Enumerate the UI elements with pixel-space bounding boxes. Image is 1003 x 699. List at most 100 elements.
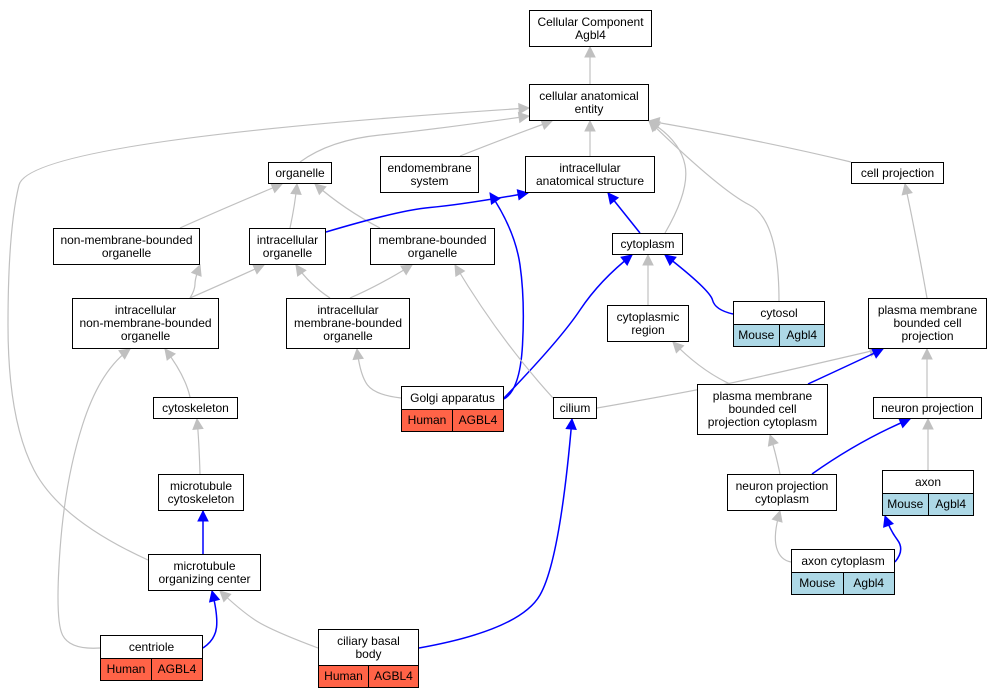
arrowhead <box>400 264 413 276</box>
arrowhead <box>270 182 284 194</box>
edge-io-to-ias <box>325 189 530 233</box>
node-label: plasma membrane bounded cell projection … <box>707 389 818 429</box>
edge-cyto-to-ias <box>607 192 641 234</box>
node-mbo[interactable]: membrane-bounded organelle <box>370 228 495 265</box>
edge-imbo-to-io <box>295 264 331 299</box>
node-nmbo[interactable]: non-membrane-bounded organelle <box>53 228 200 265</box>
node-npc[interactable]: neuron projection cytoplasm <box>727 474 837 511</box>
node-cilium[interactable]: cilium <box>553 397 597 419</box>
node-imbo[interactable]: intracellular membrane-bounded organelle <box>286 298 410 349</box>
gene-badge: Agbl4 <box>927 494 974 515</box>
node-label: neuron projection <box>881 400 974 415</box>
edge-mbo-to-org <box>314 183 381 229</box>
arrowhead <box>607 192 620 205</box>
arrowhead <box>767 433 779 447</box>
node-cp[interactable]: cell projection <box>851 162 944 184</box>
gene-badge: Agbl4 <box>778 325 825 346</box>
arrowhead <box>898 417 912 429</box>
arrowhead <box>672 341 685 354</box>
edge-mtoc-to-cae <box>7 102 531 561</box>
node-pmbcp[interactable]: plasma membrane bounded cell projection <box>868 298 987 349</box>
arrowhead <box>352 347 364 361</box>
node-cc[interactable]: Cellular Component Agbl4 <box>529 10 652 47</box>
edge-ias-to-cae <box>584 119 596 156</box>
edge-centriole-to-mtoc <box>202 589 221 649</box>
edge-inmbo-to-io <box>189 264 266 299</box>
node-label: microtubule organizing center <box>158 558 251 586</box>
edge-cyreg-to-cyto <box>642 253 654 305</box>
node-inmbo[interactable]: intracellular non-membrane-bounded organ… <box>72 298 219 349</box>
arrowhead <box>489 192 501 205</box>
node-ias[interactable]: intracellular anatomical structure <box>525 156 655 193</box>
edge-golgi-to-imbo <box>352 347 402 399</box>
arrowhead <box>883 514 895 528</box>
edge-org-to-cae <box>299 111 531 163</box>
arrowhead <box>190 263 202 277</box>
node-label: neuron projection cytoplasm <box>735 478 829 506</box>
edge-npc-to-pmbcpc <box>767 433 781 475</box>
species-badge: Mouse <box>738 328 775 342</box>
node-label: cilium <box>559 400 591 415</box>
node-np[interactable]: neuron projection <box>873 397 982 419</box>
edge-cytosol-to-cyto <box>664 254 734 315</box>
species-badge: Human <box>106 662 146 676</box>
arrowhead <box>295 264 307 277</box>
edge-axcyto-to-npc <box>771 509 792 563</box>
node-label: intracellular anatomical structure <box>535 160 645 188</box>
arrowhead <box>642 253 654 266</box>
node-label: cell projection <box>860 165 935 180</box>
arrowhead <box>584 45 596 58</box>
edge-cae-to-cc <box>584 45 596 84</box>
node-mtoc[interactable]: microtubule organizing center <box>148 554 261 591</box>
edge-pmbcp-to-cp <box>901 182 928 299</box>
annotation-badges: Mouse Agbl4 <box>792 572 894 594</box>
edge-axon-to-np <box>922 417 934 470</box>
node-label: intracellular non-membrane-bounded organ… <box>79 303 212 343</box>
gene-badge: Agbl4 <box>842 573 895 594</box>
edge-inmbo-to-nmbo <box>189 263 202 299</box>
node-ems[interactable]: endomembrane system <box>380 156 479 193</box>
node-io[interactable]: intracellular organelle <box>249 228 326 265</box>
node-org[interactable]: organelle <box>268 162 332 184</box>
arrowhead <box>290 182 302 196</box>
arrowhead <box>584 119 596 132</box>
node-mtcs[interactable]: microtubule cytoskeleton <box>158 474 244 511</box>
species-badge: Mouse <box>887 497 924 511</box>
edge-axcyto-to-axon <box>883 514 902 563</box>
edge-nmbo-to-org <box>179 182 284 229</box>
node-label: membrane-bounded organelle <box>378 232 487 260</box>
node-cyto[interactable]: cytoplasm <box>612 233 683 255</box>
edge-ems-to-cae <box>459 119 554 157</box>
arrowhead <box>517 111 531 124</box>
gene-badge: AGBL4 <box>368 666 418 687</box>
edge-pmbcpc-to-pmbcp <box>807 348 885 385</box>
annotation-badges: Human AGBL4 <box>319 665 418 687</box>
species-badge: Human <box>324 669 363 683</box>
node-pmbcpc[interactable]: plasma membrane bounded cell projection … <box>697 384 828 435</box>
node-label: plasma membrane bounded cell projection <box>877 303 978 343</box>
node-label: centriole <box>128 639 175 654</box>
gene-badge: AGBL4 <box>452 410 503 431</box>
arrowhead <box>219 590 232 603</box>
edge-cbb-to-mtoc <box>219 590 319 649</box>
edge-cbb-to-cilium <box>418 417 577 649</box>
edge-pmbcpc-to-cyreg <box>672 341 731 385</box>
node-cae[interactable]: cellular anatomical entity <box>529 84 649 121</box>
edge-imbo-to-mbo <box>349 264 413 299</box>
node-label: axon <box>914 474 942 489</box>
species-badge: Mouse <box>799 576 836 590</box>
arrowhead <box>540 119 554 131</box>
node-cyreg[interactable]: cytoplasmic region <box>607 305 689 342</box>
node-label: cytoplasm <box>620 236 675 251</box>
node-cytosk[interactable]: cytoskeleton <box>153 397 238 419</box>
arrowhead <box>208 589 221 603</box>
node-label: non-membrane-bounded organelle <box>60 232 193 260</box>
